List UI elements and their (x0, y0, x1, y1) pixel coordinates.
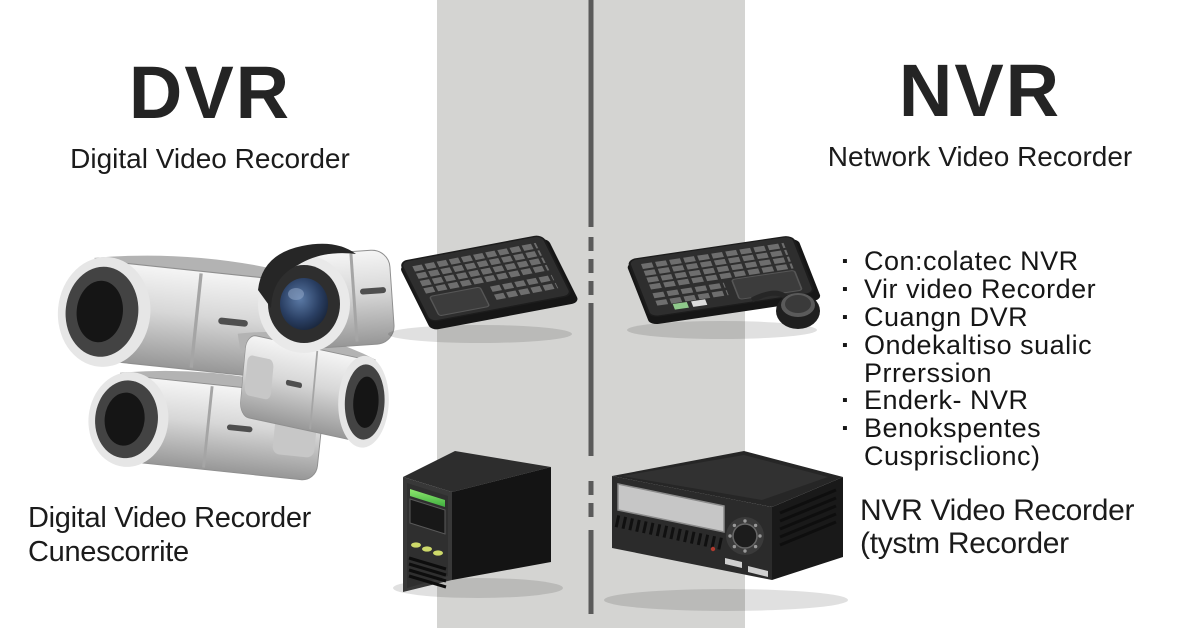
dvr-header: DVR Digital Video Recorder (30, 56, 390, 175)
feature-text: Benokspentes Cusprisclionc) (864, 413, 1042, 471)
bullet-icon: ▪ (842, 309, 849, 326)
feature-item: ▪ Ondekaltiso sualic Prrerssion (842, 330, 1182, 388)
bullet-camera-top-right (258, 243, 395, 353)
nvr-title: NVR (898, 49, 1062, 132)
feature-item: ▪ Cuangn DVR (842, 302, 1182, 332)
feature-text: Enderk- NVR (864, 385, 1029, 415)
keyboard-icon-left (388, 235, 578, 343)
jog-dial-puck-icon (776, 293, 820, 329)
feature-text: Ondekaltiso sualic Prrerssion (864, 330, 1093, 388)
dvr-unit-icon (393, 451, 563, 598)
dvr-subtitle: Digital Video Recorder (70, 143, 350, 174)
dvr-caption: Digital Video Recorder Cunescorrite (28, 502, 312, 568)
bullet-icon: ▪ (842, 420, 849, 437)
feature-item: ▪ Vir video Recorder (842, 274, 1182, 304)
status-led (710, 546, 716, 552)
nvr-subtitle: Network Video Recorder (827, 141, 1133, 172)
bullet-icon: ▪ (842, 253, 849, 270)
feature-item: ▪ Con:colatec NVR (842, 246, 1182, 276)
feature-text: Con:colatec NVR (864, 246, 1079, 276)
nvr-unit-icon (604, 451, 848, 611)
feature-item: ▪ Enderk- NVR (842, 385, 1182, 415)
nvr-header: NVR Network Video Recorder (805, 54, 1155, 173)
keyboard-with-dial-icon-right (627, 236, 821, 339)
bullet-icon: ▪ (842, 337, 849, 354)
bullet-icon: ▪ (842, 281, 849, 298)
bullet-icon: ▪ (842, 392, 849, 409)
feature-text: Cuangn DVR (864, 302, 1029, 332)
nvr-feature-list: ▪ Con:colatec NVR ▪ Vir video Recorder ▪ Cu… (842, 246, 1182, 471)
feature-text: Vir video Recorder (864, 274, 1097, 304)
dvr-title: DVR (128, 51, 292, 134)
nvr-caption: NVR Video Recorder (tystm Recorder (860, 494, 1135, 560)
feature-item: ▪ Benokspentes Cusprisclionc) (842, 413, 1182, 471)
